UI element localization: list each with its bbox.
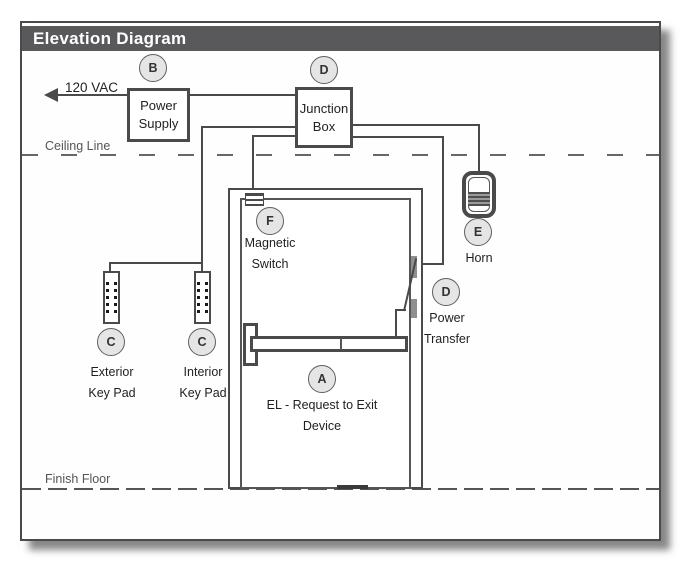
tag-power-supply: B — [139, 54, 167, 82]
power-feed-arrow-icon — [44, 88, 58, 102]
junction-box-label: Junction Box — [299, 100, 349, 134]
tag-power-transfer: D — [432, 278, 460, 306]
magnetic-switch-device — [245, 193, 264, 206]
wire-horn-riser — [478, 124, 480, 172]
voltage-label: 120 VAC — [65, 80, 119, 95]
wire-transfer-bottom-lead — [395, 309, 406, 311]
wire-transfer-riser — [442, 136, 444, 265]
power-transfer-label: Power Transfer — [423, 311, 471, 347]
finish-floor-label: Finish Floor — [45, 472, 111, 486]
magnetic-switch-label: Magnetic Switch — [244, 236, 296, 272]
door-threshold — [337, 485, 368, 489]
power-supply-label: Power Supply — [138, 98, 179, 131]
wire-transfer-top-lead — [417, 263, 444, 265]
exit-device-bar-divider — [340, 338, 342, 350]
interior-keypad-device — [194, 271, 211, 324]
exit-device-label: EL - Request to Exit Device — [266, 398, 378, 434]
junction-box: Junction Box — [295, 87, 353, 148]
floor-dashed-line — [22, 488, 659, 490]
keypad-buttons — [106, 282, 117, 313]
wire-exterior-keypad-stub — [109, 262, 111, 272]
ceiling-dashed-line — [22, 154, 659, 156]
tag-exit-device: A — [308, 365, 336, 393]
horn-grille — [468, 192, 490, 206]
wire-junction-box-to-keypad-riser — [202, 126, 295, 128]
interior-keypad-label: Interior Key Pad — [179, 365, 227, 401]
horn-device — [462, 171, 496, 218]
wire-magnetic-switch-riser — [252, 135, 254, 194]
horn-label: Horn — [465, 251, 493, 265]
exterior-keypad-device — [103, 271, 120, 324]
exterior-keypad-label: Exterior Key Pad — [88, 365, 136, 401]
tag-magnetic-switch: F — [256, 207, 284, 235]
wire-keypad-riser — [201, 126, 203, 272]
panel-title-bar: Elevation Diagram — [22, 26, 659, 51]
tag-interior-keypad: C — [188, 328, 216, 356]
power-transfer-door-pad — [411, 299, 417, 318]
door-leaf — [240, 198, 411, 489]
exit-device-push-bar — [250, 336, 408, 352]
keypad-buttons — [197, 282, 208, 313]
wire-junction-box-to-transfer — [353, 136, 444, 138]
wire-power-supply-to-junction-box — [190, 94, 295, 96]
wire-vac-to-power-supply — [57, 94, 127, 96]
page-title: Elevation Diagram — [33, 28, 187, 48]
wire-exit-device-riser — [395, 309, 397, 338]
ceiling-line-label: Ceiling Line — [45, 139, 111, 153]
wire-junction-box-to-horn — [353, 124, 480, 126]
tag-exterior-keypad: C — [97, 328, 125, 356]
wire-junction-box-to-switch-riser — [252, 135, 295, 137]
power-supply-box: Power Supply — [127, 88, 190, 142]
wire-keypad-connector — [109, 262, 202, 264]
tag-horn: E — [464, 218, 492, 246]
tag-junction-box: D — [310, 56, 338, 84]
